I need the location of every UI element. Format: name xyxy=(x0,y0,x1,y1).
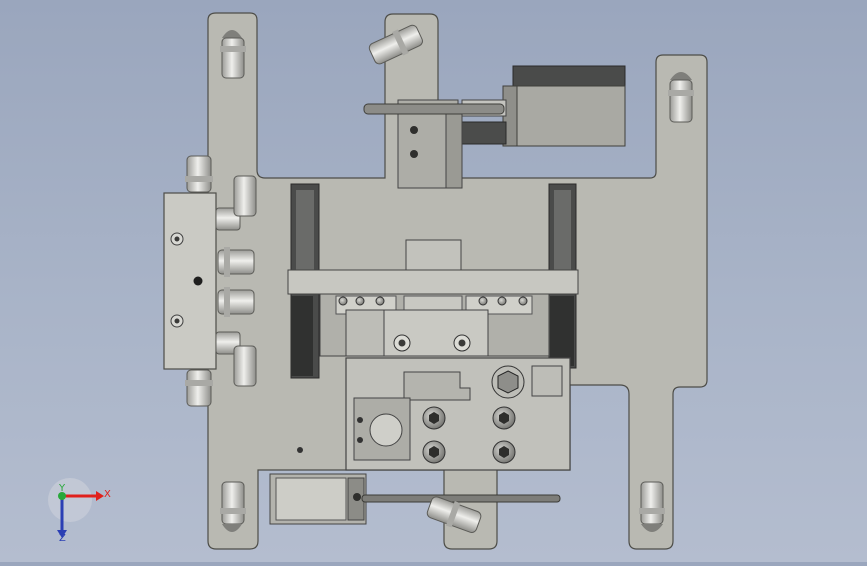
socket-bolts xyxy=(422,406,516,464)
fitting-top-right xyxy=(668,72,694,123)
fitting-side-4 xyxy=(215,331,257,387)
fitting-side-2 xyxy=(217,247,255,277)
bottom-cylinder xyxy=(269,473,561,525)
fitting-side-3 xyxy=(217,287,255,317)
fitting-manifold-bottom xyxy=(185,369,213,407)
y-axis-label: Y xyxy=(58,483,66,494)
fitting-bottom-left xyxy=(220,481,246,532)
x-axis-label: X xyxy=(104,489,111,500)
fitting-manifold-top xyxy=(185,155,213,193)
fitting-bottom-angled xyxy=(426,496,482,533)
fitting-top-angled xyxy=(368,24,423,65)
y-axis-dot xyxy=(58,492,66,500)
orientation-triad[interactable]: X Y Z xyxy=(48,478,111,544)
motor-assembly xyxy=(363,65,626,189)
plate-hole xyxy=(297,447,303,453)
clamp-block xyxy=(345,357,571,471)
fitting-side-1 xyxy=(215,175,257,231)
manifold-block xyxy=(163,192,217,370)
fitting-bottom-right xyxy=(639,481,665,532)
z-axis-label: Z xyxy=(59,533,66,544)
gripper-frame xyxy=(287,183,579,379)
pneumatic-fittings xyxy=(185,24,694,533)
fitting-top-left xyxy=(220,30,246,79)
